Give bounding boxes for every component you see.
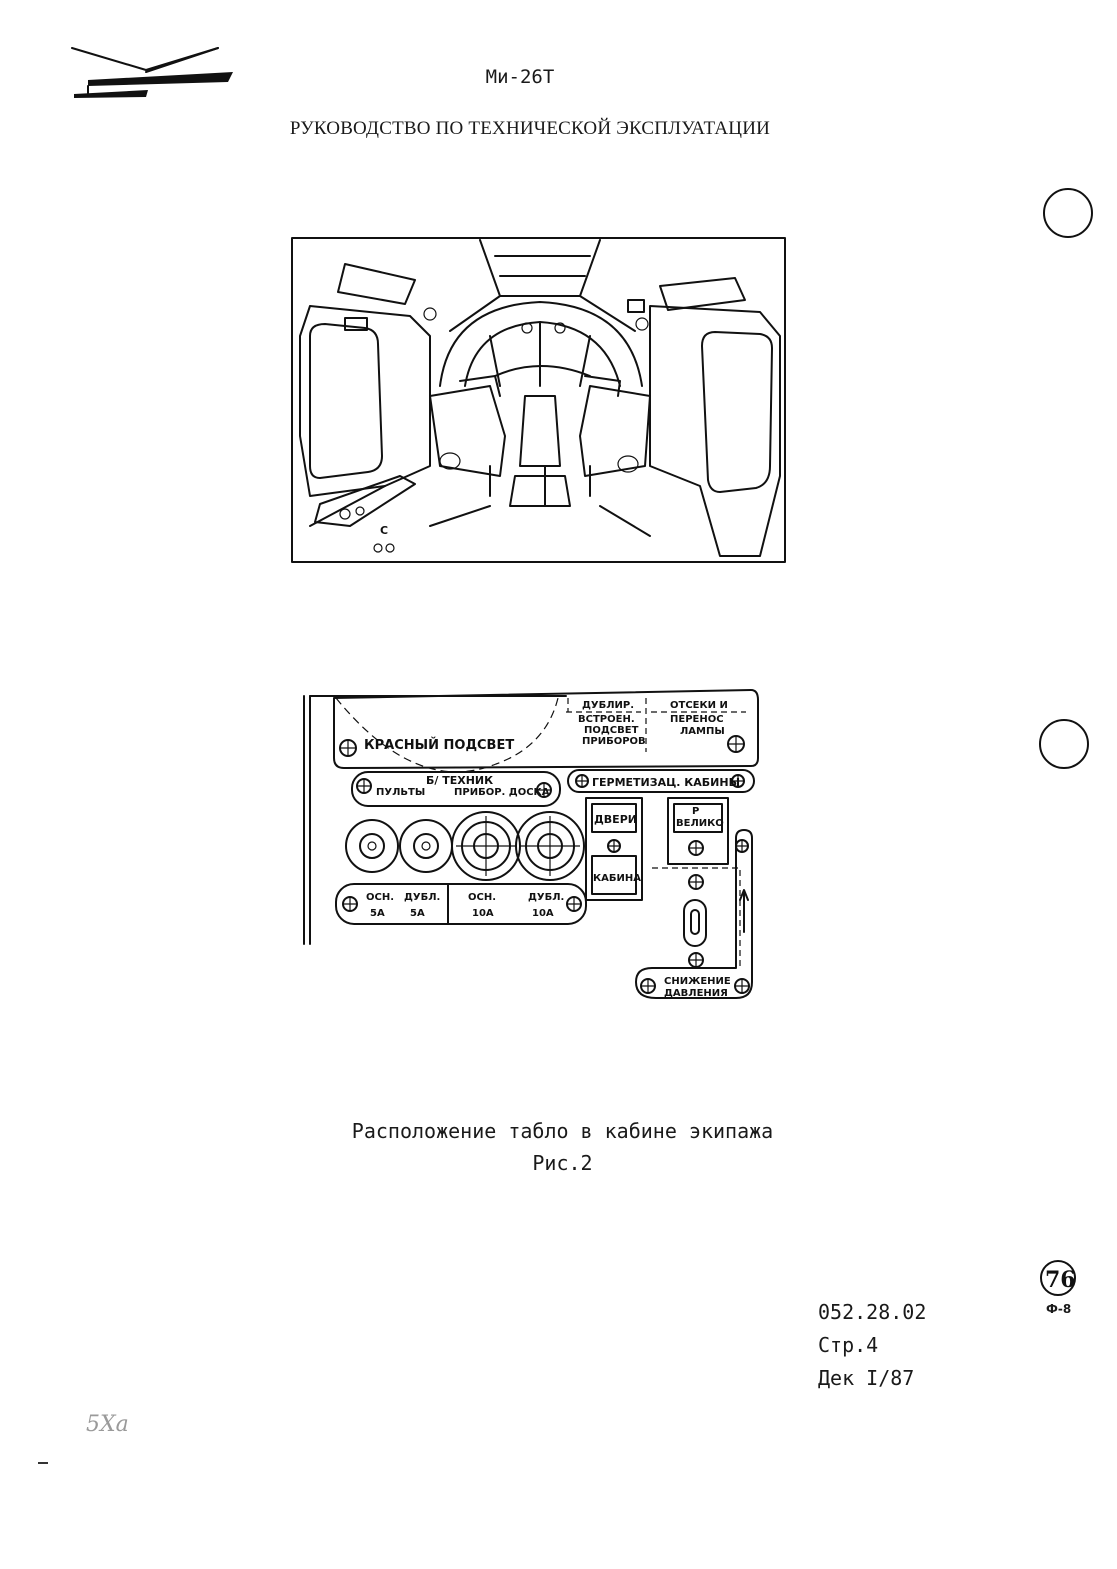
knob-2-icon	[399, 819, 453, 873]
b-technik-label: Б/ ТЕХНИК	[426, 774, 493, 787]
fuse-4-name: ДУБЛ.	[528, 892, 564, 903]
handwritten-note: 5Ха	[86, 1412, 129, 1437]
consoles-label: ПУЛЬТЫ	[376, 787, 425, 798]
instrument-board-label: ПРИБОР. ДОСКА	[454, 787, 550, 798]
fuse-2-name: ДУБЛ.	[404, 892, 440, 903]
red-light-label: КРАСНЫЙ ПОДСВЕТ	[364, 737, 514, 753]
portable-lamp-line-1: ПЕРЕНОС	[670, 714, 724, 725]
switch-panel-diagram: КРАСНЫЙ ПОДСВЕТ ДУБЛИР. ВСТРОЕН. ПОДСВЕТ…	[303, 689, 759, 999]
fuse-2-rating: 5А	[410, 908, 425, 919]
builtin-light-line-2: ПОДСВЕТ	[584, 725, 639, 736]
form-code: Ф-8	[1046, 1302, 1072, 1316]
p-high-line-1: Р	[692, 806, 699, 817]
doors-label: ДВЕРИ	[594, 813, 637, 826]
document-code: 052.28.02	[818, 1300, 927, 1324]
document-subtitle: РУКОВОДСТВО ПО ТЕХНИЧЕСКОЙ ЭКСПЛУАТАЦИИ	[289, 118, 771, 139]
sheet-number-stamp: 76	[1040, 1260, 1076, 1296]
cockpit-label-c: С	[380, 524, 388, 537]
knob-3-icon	[451, 811, 521, 881]
pressure-drop-line-2: ДАВЛЕНИЯ	[664, 988, 728, 999]
p-high-line-2: ВЕЛИКО	[676, 818, 724, 829]
sheet-number: 76	[1045, 1267, 1076, 1293]
punch-hole-middle	[1039, 719, 1089, 769]
revision-date: Дек I/87	[818, 1366, 915, 1390]
cabin-label: КАБИНА	[593, 873, 641, 884]
fuse-1-name: ОСН.	[366, 892, 394, 903]
document-title: Ми-26Т	[485, 66, 555, 88]
punch-hole-top	[1043, 188, 1093, 238]
cockpit-illustration: С	[291, 237, 786, 563]
figure-number: Рис.2	[532, 1151, 593, 1175]
cabin-seal-label: ГЕРМЕТИЗАЦ. КАБИНЫ	[592, 776, 740, 789]
compartments-label: ОТСЕКИ И	[670, 700, 728, 711]
logo-icon	[71, 47, 233, 98]
knob-4-icon	[515, 811, 585, 881]
fuse-3-rating: 10А	[472, 908, 494, 919]
dublir-label: ДУБЛИР.	[582, 700, 634, 711]
page-number: Стр.4	[818, 1333, 879, 1357]
knob-1-icon	[345, 819, 399, 873]
fuse-3-name: ОСН.	[468, 892, 496, 903]
builtin-light-line-3: ПРИБОРОВ	[582, 736, 646, 747]
builtin-light-line-1: ВСТРОЕН.	[578, 714, 635, 725]
margin-dash	[38, 1462, 48, 1464]
figure-caption: Расположение табло в кабине экипажа	[351, 1119, 774, 1143]
pressure-drop-line-1: СНИЖЕНИЕ	[664, 976, 731, 987]
fuse-4-rating: 10А	[532, 908, 554, 919]
fuse-1-rating: 5А	[370, 908, 385, 919]
portable-lamp-line-2: ЛАМПЫ	[680, 726, 725, 737]
